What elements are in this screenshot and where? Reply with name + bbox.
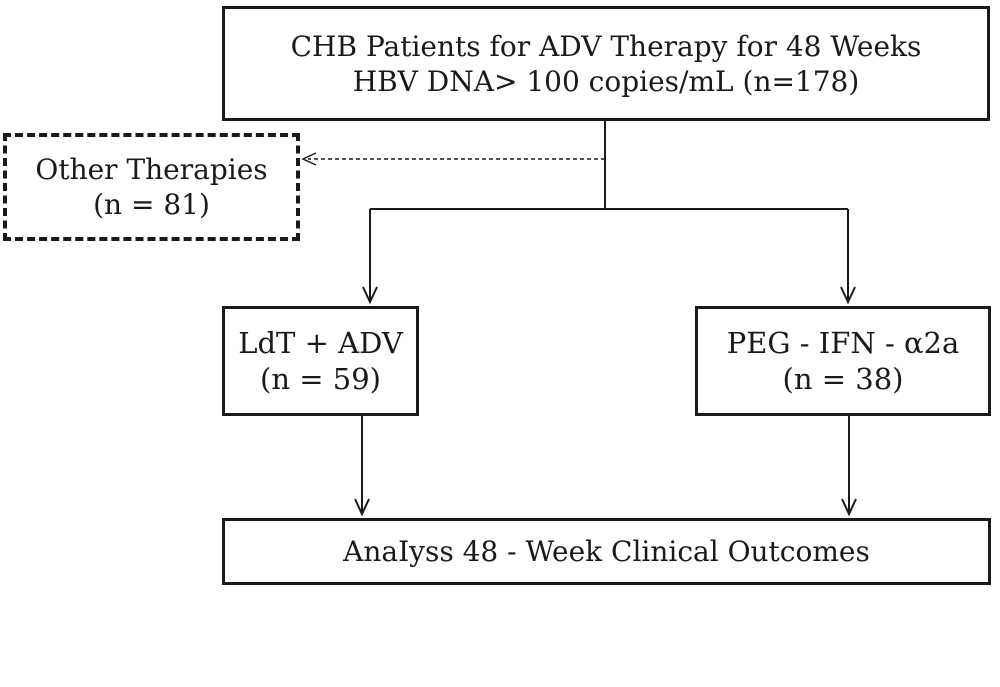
enrollment-box: CHB Patients for ADV Therapy for 48 Week… — [222, 6, 990, 121]
ldt-arrowhead — [362, 286, 378, 305]
ldt-to-analysis-arrowhead — [354, 498, 370, 517]
peg-to-analysis-arrowhead — [841, 498, 857, 517]
peg-ifn-count: (n = 38) — [782, 362, 904, 396]
ldt-adv-box: LdT + ADV (n = 59) — [222, 306, 419, 416]
analysis-box: AnaIyss 48 - Week Clinical Outcomes — [222, 518, 991, 585]
other-therapies-count: (n = 81) — [93, 188, 210, 221]
other-therapies-box: Other Therapies (n = 81) — [3, 133, 300, 241]
enrollment-title: CHB Patients for ADV Therapy for 48 Week… — [290, 29, 922, 63]
peg-ifn-label: PEG - IFN - α2a — [726, 325, 960, 360]
enrollment-criteria: HBV DNA> 100 copies/mL (n=178) — [352, 64, 860, 98]
ldt-adv-label: LdT + ADV — [238, 325, 403, 360]
analysis-label: AnaIyss 48 - Week Clinical Outcomes — [343, 535, 870, 568]
peg-ifn-box: PEG - IFN - α2a (n = 38) — [695, 306, 991, 416]
dashed-branch-arrowhead — [301, 152, 317, 166]
ldt-adv-count: (n = 59) — [260, 362, 381, 396]
other-therapies-label: Other Therapies — [35, 153, 268, 186]
peg-arrowhead — [840, 286, 856, 305]
